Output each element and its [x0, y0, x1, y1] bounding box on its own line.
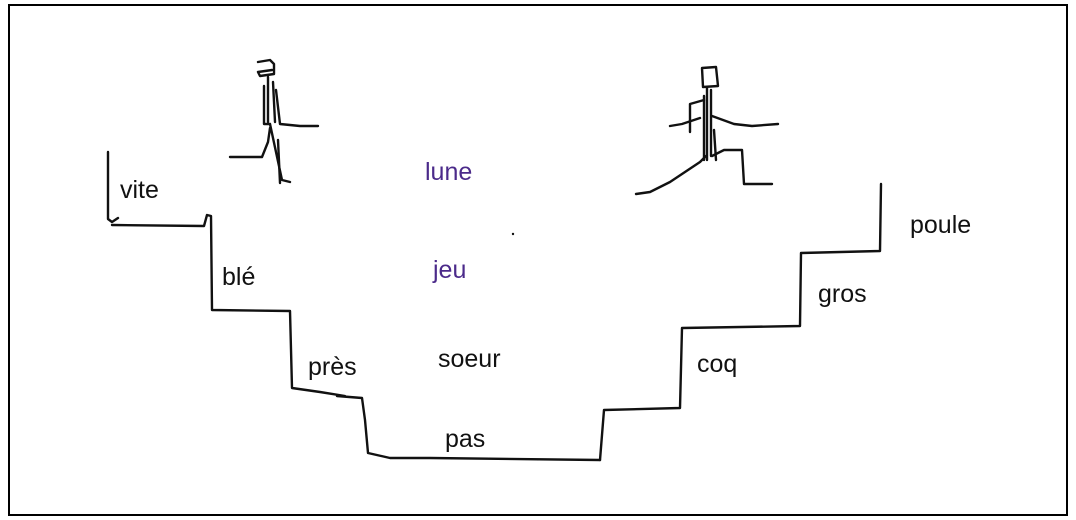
- stray-dot: [511, 232, 515, 236]
- running-stick-figure-icon: [634, 65, 780, 196]
- word-poule: poule: [910, 211, 972, 239]
- right-staircase: [598, 182, 883, 462]
- word-soeur: soeur: [438, 345, 501, 373]
- word-pres: près: [308, 353, 357, 381]
- picture-frame: [8, 4, 1068, 516]
- left-staircase: [106, 150, 602, 462]
- word-pas: pas: [445, 425, 486, 453]
- word-lune: lune: [425, 158, 473, 186]
- word-coq: coq: [697, 350, 738, 378]
- word-ble: blé: [222, 263, 256, 291]
- word-jeu: jeu: [433, 256, 467, 284]
- word-vite: vite: [120, 176, 159, 204]
- word-gros: gros: [818, 280, 867, 308]
- walking-stick-figure-icon: [228, 58, 320, 185]
